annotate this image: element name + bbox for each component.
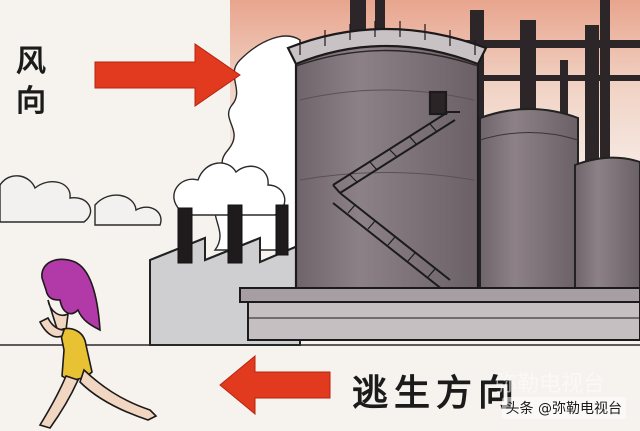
watermark: 头条 @弥勒电视台	[501, 397, 626, 419]
watermark-ghost: 弥勒电视台	[495, 372, 606, 397]
storage-tanks-back	[479, 108, 640, 301]
tank-platform	[239, 287, 640, 341]
smoke-clouds	[0, 35, 301, 251]
main-storage-tank	[286, 21, 488, 294]
arrow-left-icon	[219, 354, 331, 416]
wind-direction-label: 风向	[16, 44, 48, 119]
arrow-right-icon	[94, 43, 241, 107]
escape-direction-label: 逃生方向	[352, 373, 521, 414]
chimneys	[177, 204, 289, 264]
staircase	[332, 111, 460, 291]
running-woman	[38, 258, 158, 429]
